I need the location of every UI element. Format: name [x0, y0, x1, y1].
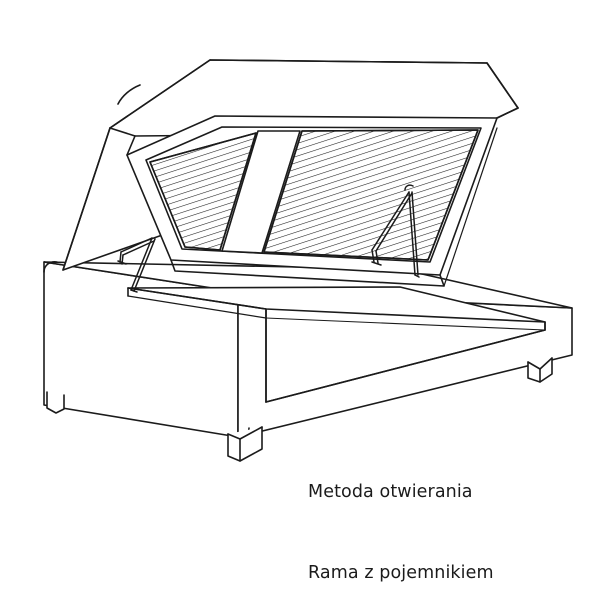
- caption-line-2: Rama z pojemnikiem: [308, 563, 494, 583]
- lift-mechanism-arms: [117, 184, 420, 293]
- caption-block: Metoda otwierania Rama z pojemnikiem: [308, 425, 598, 614]
- storage-box-base: [43, 261, 573, 438]
- caption-line-1: Metoda otwierania: [308, 482, 473, 502]
- lifted-slat-frame: [62, 59, 519, 287]
- bed-legs: [46, 357, 553, 462]
- bed-storage-diagram: [43, 59, 573, 462]
